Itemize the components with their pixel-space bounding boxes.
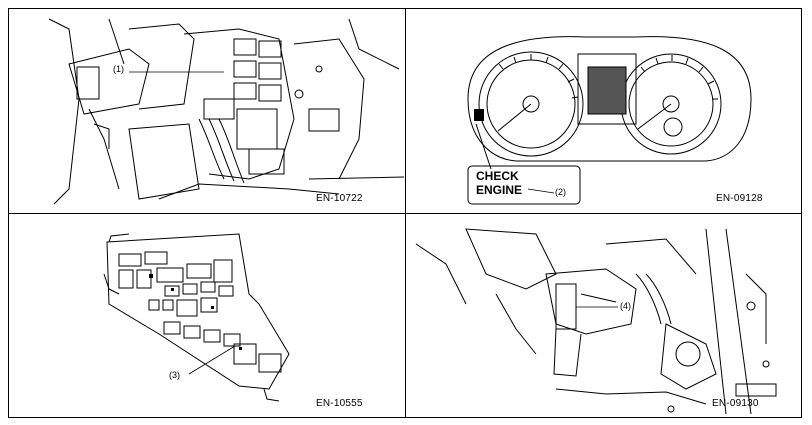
diagnostic-connector-illustration: [415, 228, 777, 415]
callout-3: (3): [169, 370, 180, 380]
check-engine-lamp-label: CHECK ENGINE: [476, 169, 522, 197]
fuse-box-illustration: [103, 233, 290, 402]
figure-panel-instrument-cluster: CHECK ENGINE (2) EN-09128: [406, 9, 801, 214]
relay-block-illustration: [48, 18, 405, 205]
figure-code: EN-10722: [316, 193, 363, 204]
figure-grid: (1) EN-10722: [8, 8, 802, 418]
lamp-text-line-2: ENGINE: [476, 183, 523, 197]
figure-code: EN-10555: [316, 398, 363, 409]
instrument-cluster-illustration: [467, 36, 752, 205]
figure-code: EN-09130: [712, 398, 759, 409]
callout-1: (1): [113, 64, 124, 74]
callout-4: (4): [620, 301, 631, 311]
figure-panel-fuse-box: (3) EN-10555: [9, 214, 406, 417]
callout-2: (2): [555, 187, 566, 197]
lamp-text-line-1: CHECK: [476, 169, 519, 183]
figure-code: EN-09128: [716, 193, 763, 204]
figure-panel-relay-block: (1) EN-10722: [9, 9, 406, 214]
figure-panel-diagnostic-connector: (4) EN-09130: [406, 214, 801, 417]
